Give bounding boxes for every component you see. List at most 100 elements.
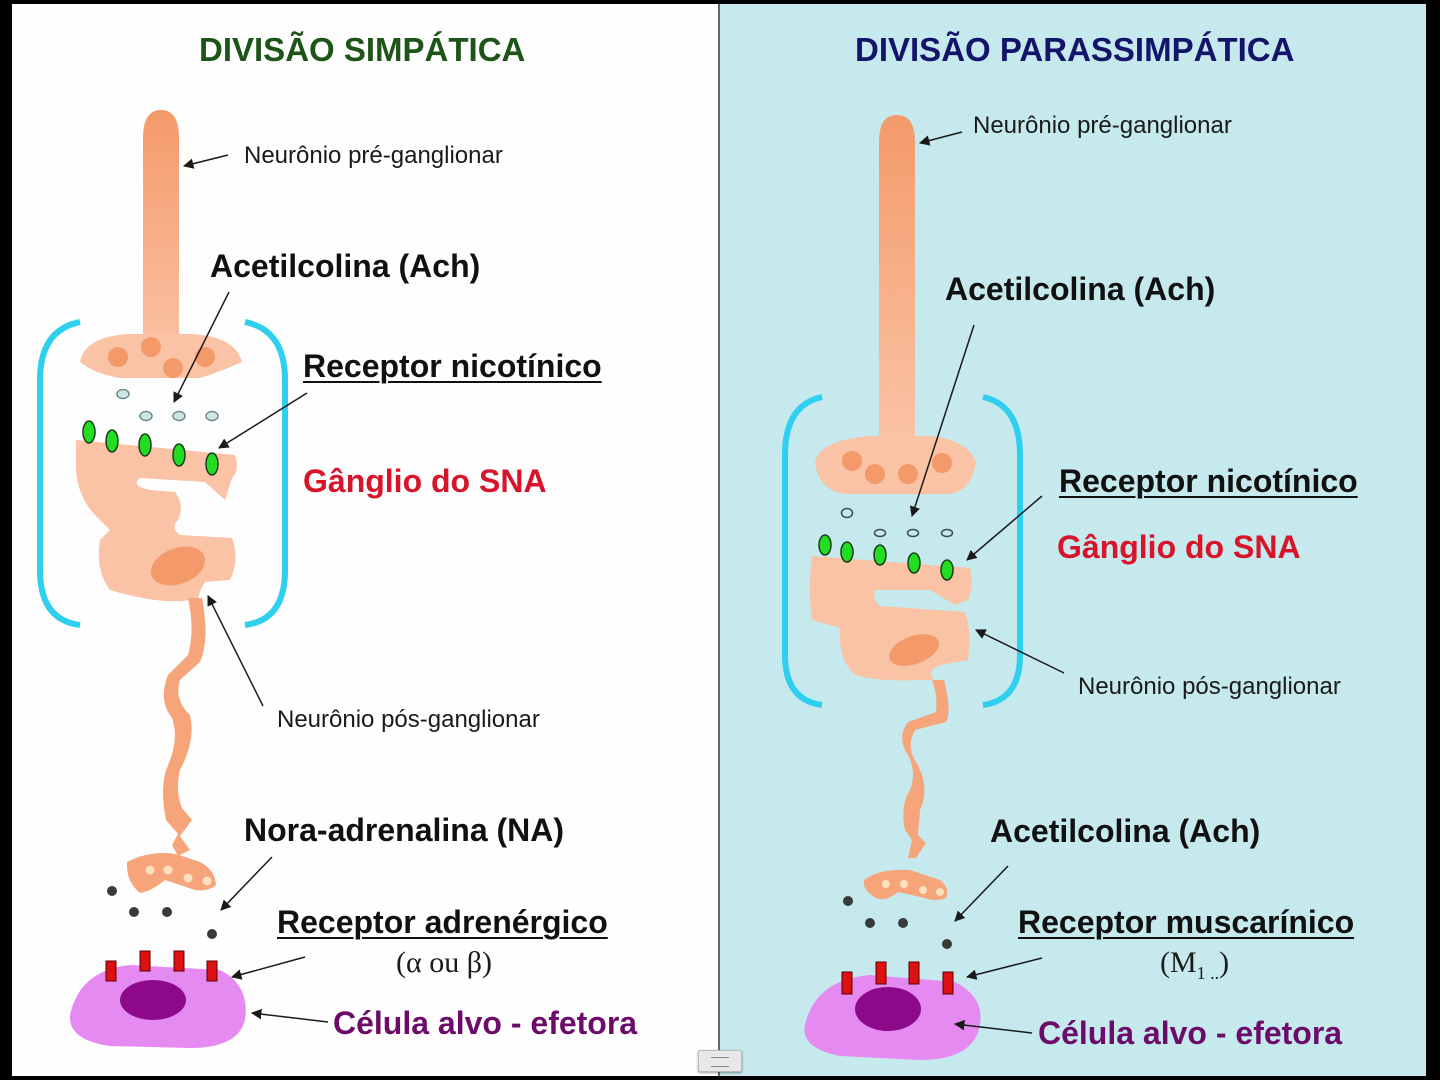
adrenergic-receptor xyxy=(105,960,117,982)
vesicle xyxy=(163,358,183,378)
vesicle xyxy=(195,347,215,367)
subtype-main: (M xyxy=(1160,946,1197,979)
nucleus xyxy=(889,634,939,666)
axon-terminal xyxy=(126,853,216,893)
muscarinic-receptor xyxy=(942,971,954,995)
acetylcholine-label: Acetilcolina (Ach) xyxy=(945,271,1216,307)
post-ganglionic-axon xyxy=(163,598,206,856)
nicotinic-receptor xyxy=(907,552,921,574)
terminal-vesicle xyxy=(183,873,193,883)
ganglion-bracket-right xyxy=(982,394,1023,708)
arrow-nicotinic xyxy=(966,495,1043,561)
post-ganglionic-axon xyxy=(902,680,949,858)
vesicle xyxy=(898,464,918,484)
nicotinic-receptor xyxy=(105,429,119,453)
na-molecule xyxy=(207,929,217,939)
na-molecule xyxy=(162,907,172,917)
muscarinic-subtype-label: (M1 ..) xyxy=(1160,946,1230,983)
terminal-vesicle xyxy=(882,880,890,888)
terminal-vesicle xyxy=(202,876,212,886)
target-nucleus xyxy=(855,987,921,1031)
ganglion-label: Gânglio do SNA xyxy=(1057,529,1301,565)
ach-molecule xyxy=(840,507,854,519)
nucleus xyxy=(150,546,206,586)
target-nucleus xyxy=(120,980,186,1020)
panel-divider xyxy=(718,4,720,1076)
sympathetic-diagram xyxy=(37,110,329,1048)
arrow-target-cell xyxy=(250,1008,329,1023)
nicotinic-receptor xyxy=(205,452,219,476)
target-cell-label: Célula alvo - efetora xyxy=(333,1005,638,1041)
nicotinic-receptor xyxy=(840,541,854,563)
arrow-muscarinic-receptor xyxy=(965,957,1043,980)
ach-molecule xyxy=(205,410,219,422)
parasympathetic-title: DIVISÃO PARASSIMPÁTICA xyxy=(855,31,1295,68)
acetylcholine-released-label: Acetilcolina (Ach) xyxy=(990,813,1261,849)
target-cell-label: Célula alvo - efetora xyxy=(1038,1015,1343,1051)
nicotinic-receptor-label: Receptor nicotínico xyxy=(1059,463,1358,499)
ach-molecule xyxy=(172,410,186,422)
ganglion-label: Gânglio do SNA xyxy=(303,463,547,499)
parasympathetic-panel xyxy=(720,4,1426,1076)
adrenergic-receptor xyxy=(139,950,151,972)
subtype-close: ) xyxy=(1219,946,1230,979)
nicotinic-receptor xyxy=(818,534,832,556)
ach-molecule-released xyxy=(898,918,908,928)
ach-molecule-released xyxy=(843,896,853,906)
adrenergic-receptor xyxy=(206,960,218,982)
terminal-vesicle xyxy=(900,880,908,888)
parasympathetic-diagram xyxy=(782,115,1065,1060)
pre-ganglionic-axon xyxy=(143,110,179,360)
terminal-vesicle xyxy=(145,865,155,875)
arrow-na xyxy=(220,856,273,911)
ach-molecule-released xyxy=(942,939,952,949)
adrenergic-receptor-label: Receptor adrenérgico xyxy=(277,904,608,940)
arrow-target-cell xyxy=(953,1019,1033,1034)
ganglion-bracket-left xyxy=(782,394,823,708)
nicotinic-receptor xyxy=(138,433,152,457)
vesicle xyxy=(842,451,862,471)
muscarinic-receptor xyxy=(908,961,920,985)
presynaptic-terminal xyxy=(80,334,242,378)
muscarinic-receptor xyxy=(875,961,887,985)
nicotinic-receptor xyxy=(82,420,96,444)
ach-molecule xyxy=(139,410,153,422)
muscarinic-receptor-label: Receptor muscarínico xyxy=(1018,904,1355,940)
ach-molecule xyxy=(873,528,887,538)
terminal-vesicle xyxy=(936,888,944,896)
ach-molecule xyxy=(906,528,920,538)
ach-molecule xyxy=(116,388,130,400)
na-molecule xyxy=(107,886,117,896)
post-ganglionic-label: Neurônio pós-ganglionar xyxy=(277,706,540,733)
pre-ganglionic-label: Neurônio pré-ganglionar xyxy=(244,142,503,169)
pre-ganglionic-axon xyxy=(879,115,915,440)
vesicle xyxy=(108,347,128,367)
vesicle xyxy=(141,337,161,357)
sympathetic-title: DIVISÃO SIMPÁTICA xyxy=(199,31,526,68)
arrow-post-neuron xyxy=(975,629,1065,674)
arrow-ach xyxy=(173,291,230,403)
scroll-handle[interactable] xyxy=(698,1050,742,1072)
arrow-pre-neuron xyxy=(918,131,963,146)
arrow-pre-neuron xyxy=(182,154,229,169)
slide xyxy=(12,4,1426,1076)
adrenergic-subtype-label: (α ou β) xyxy=(396,946,492,979)
nicotinic-receptor xyxy=(172,443,186,467)
post-ganglionic-label: Neurônio pós-ganglionar xyxy=(1078,673,1341,700)
nicotinic-receptor xyxy=(940,559,954,581)
adrenergic-receptor xyxy=(173,950,185,972)
nicotinic-receptor-label: Receptor nicotínico xyxy=(303,348,602,384)
vesicle xyxy=(865,464,885,484)
nicotinic-receptor xyxy=(873,544,887,566)
pre-ganglionic-label: Neurônio pré-ganglionar xyxy=(973,112,1232,139)
na-molecule xyxy=(129,907,139,917)
ach-molecule-released xyxy=(865,918,875,928)
arrow-nicotinic xyxy=(218,392,308,449)
terminal-vesicle xyxy=(163,865,173,875)
vesicle xyxy=(932,453,952,473)
noradrenaline-label: Nora-adrenalina (NA) xyxy=(244,812,565,848)
terminal-vesicle xyxy=(919,886,927,894)
ach-molecule xyxy=(940,528,954,538)
muscarinic-receptor xyxy=(841,971,853,995)
